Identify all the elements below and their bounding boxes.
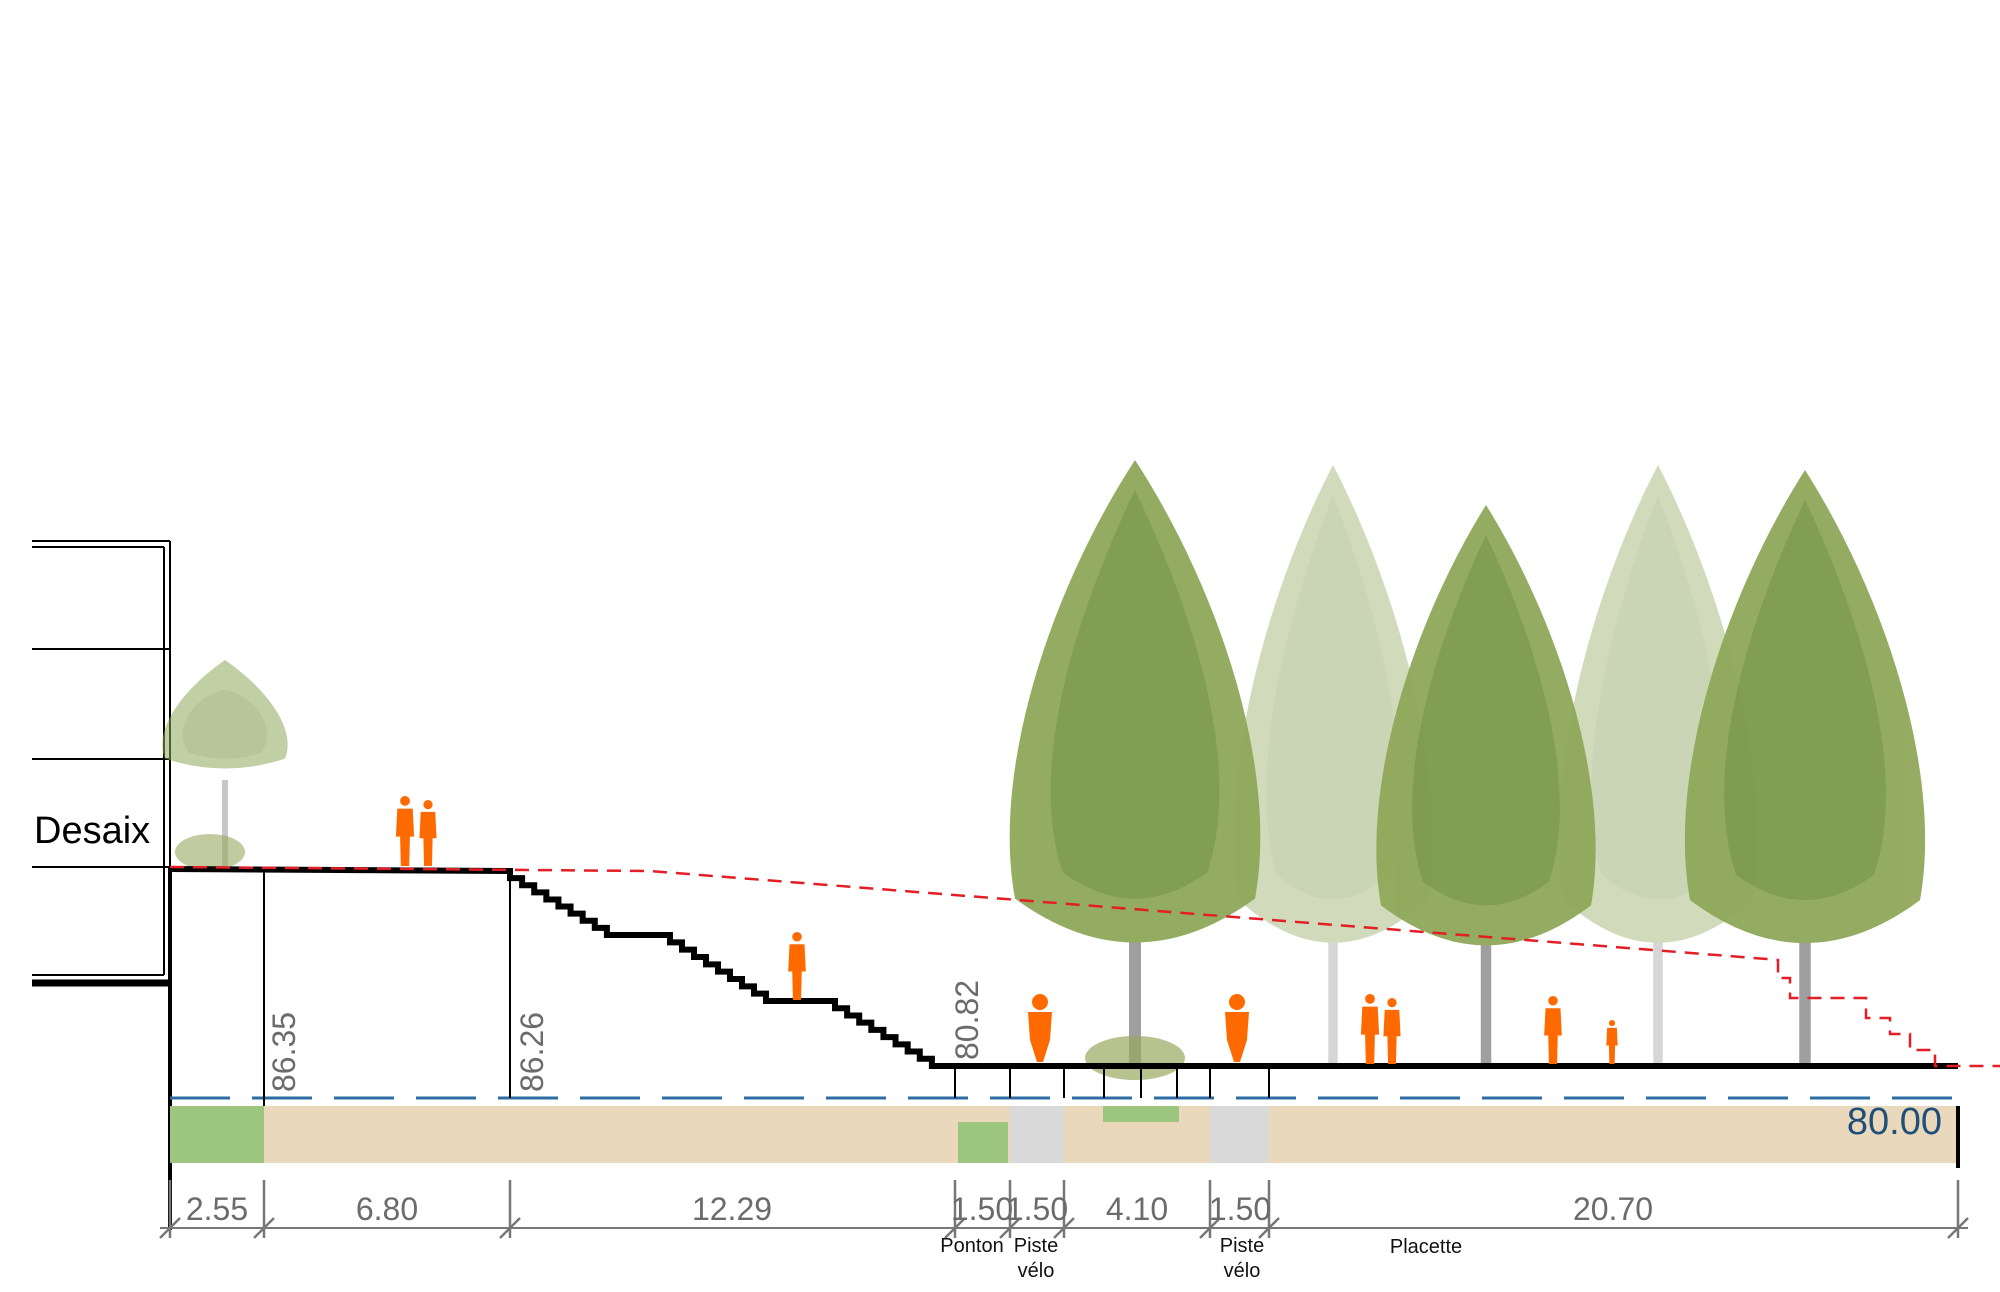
shrub (175, 834, 245, 870)
tree-canopy-shade (1412, 535, 1560, 906)
tree (1684, 470, 1926, 1066)
person (1360, 994, 1380, 1064)
bike-lane-2 (1210, 1106, 1269, 1163)
cyclist-head (1032, 994, 1048, 1010)
cyclist-body (1225, 1012, 1249, 1062)
dimension-slash (999, 1217, 1021, 1239)
child (1606, 1020, 1618, 1064)
dimension-line (159, 1180, 1969, 1239)
dimension-slash (499, 1217, 521, 1239)
cyclist (1028, 994, 1052, 1062)
zone-label-placette: Placette (1390, 1236, 1462, 1258)
tree (1376, 505, 1596, 1066)
person-head (423, 800, 433, 810)
elevation-label: 80.82 (949, 980, 985, 1060)
person-head (1608, 1020, 1616, 1027)
elevation-label: 86.35 (266, 1012, 302, 1092)
elevation-label: 86.26 (514, 1012, 550, 1092)
zone-label-bike-lane: vélo (1018, 1260, 1055, 1282)
person-body (1360, 1006, 1380, 1064)
person (395, 796, 415, 866)
person-body (788, 944, 806, 1000)
tree-canopy (162, 660, 288, 769)
dimension-slash (1199, 1217, 1221, 1239)
dimension-slash (253, 1217, 275, 1239)
person-body (1606, 1027, 1618, 1064)
cyclist-head (1229, 994, 1245, 1010)
dimension-value: 4.10 (1106, 1191, 1168, 1227)
person-head (1387, 998, 1397, 1008)
person (419, 800, 437, 866)
dimension-slash (944, 1217, 966, 1239)
zone-label-bike-lane: Piste (1220, 1235, 1264, 1257)
green-strip (170, 1106, 264, 1163)
dimension-value: 12.29 (692, 1191, 772, 1227)
building-desaix (32, 540, 172, 1230)
dimension-value: 6.80 (356, 1191, 418, 1227)
dimension-slash (1053, 1217, 1075, 1239)
dimension-slash (1258, 1217, 1280, 1239)
person-body (1383, 1009, 1401, 1064)
dimension-slash (159, 1217, 181, 1239)
person-head (1365, 994, 1375, 1004)
person (1383, 998, 1401, 1064)
bike-lane-1 (1010, 1106, 1064, 1163)
tree (1009, 460, 1261, 1066)
dimension-slash (1947, 1217, 1969, 1239)
tree-canopy-shade (1050, 490, 1220, 899)
person-head (1548, 996, 1558, 1006)
dimension-value: 1.50 (1209, 1191, 1271, 1227)
person-head (792, 932, 802, 942)
cyclist (1225, 994, 1249, 1062)
tree-small (162, 660, 288, 866)
reference-level: 80.00 (1847, 1101, 1942, 1143)
zone-label-bike-lane: Piste (1014, 1235, 1058, 1257)
shrub (1085, 1036, 1185, 1080)
ground-profile (169, 866, 1958, 1106)
ponton-green (958, 1122, 1008, 1163)
dimension-value: 1.50 (1006, 1191, 1068, 1227)
person-body (395, 808, 415, 866)
dimension-value: 2.55 (186, 1191, 248, 1227)
tree-canopy-shade (1266, 495, 1400, 900)
tree-canopy-shade (1724, 500, 1886, 901)
dimension-value: 20.70 (1573, 1191, 1653, 1227)
person-body (419, 811, 437, 866)
people (395, 796, 1618, 1064)
zone-label-bike-lane: vélo (1224, 1260, 1261, 1282)
zone-label-ponton: Ponton (940, 1235, 1003, 1257)
cyclist-body (1028, 1012, 1052, 1062)
tree-canopy-shade (182, 690, 268, 759)
person-body (1544, 1008, 1562, 1064)
flood-line (169, 865, 2000, 1068)
building-label: Desaix (34, 810, 150, 852)
planter-green (1103, 1106, 1179, 1122)
person (1544, 996, 1562, 1064)
trees (162, 460, 1926, 1080)
dimension-value: 1.50 (951, 1191, 1013, 1227)
person-head (400, 796, 410, 806)
person (788, 932, 806, 1000)
